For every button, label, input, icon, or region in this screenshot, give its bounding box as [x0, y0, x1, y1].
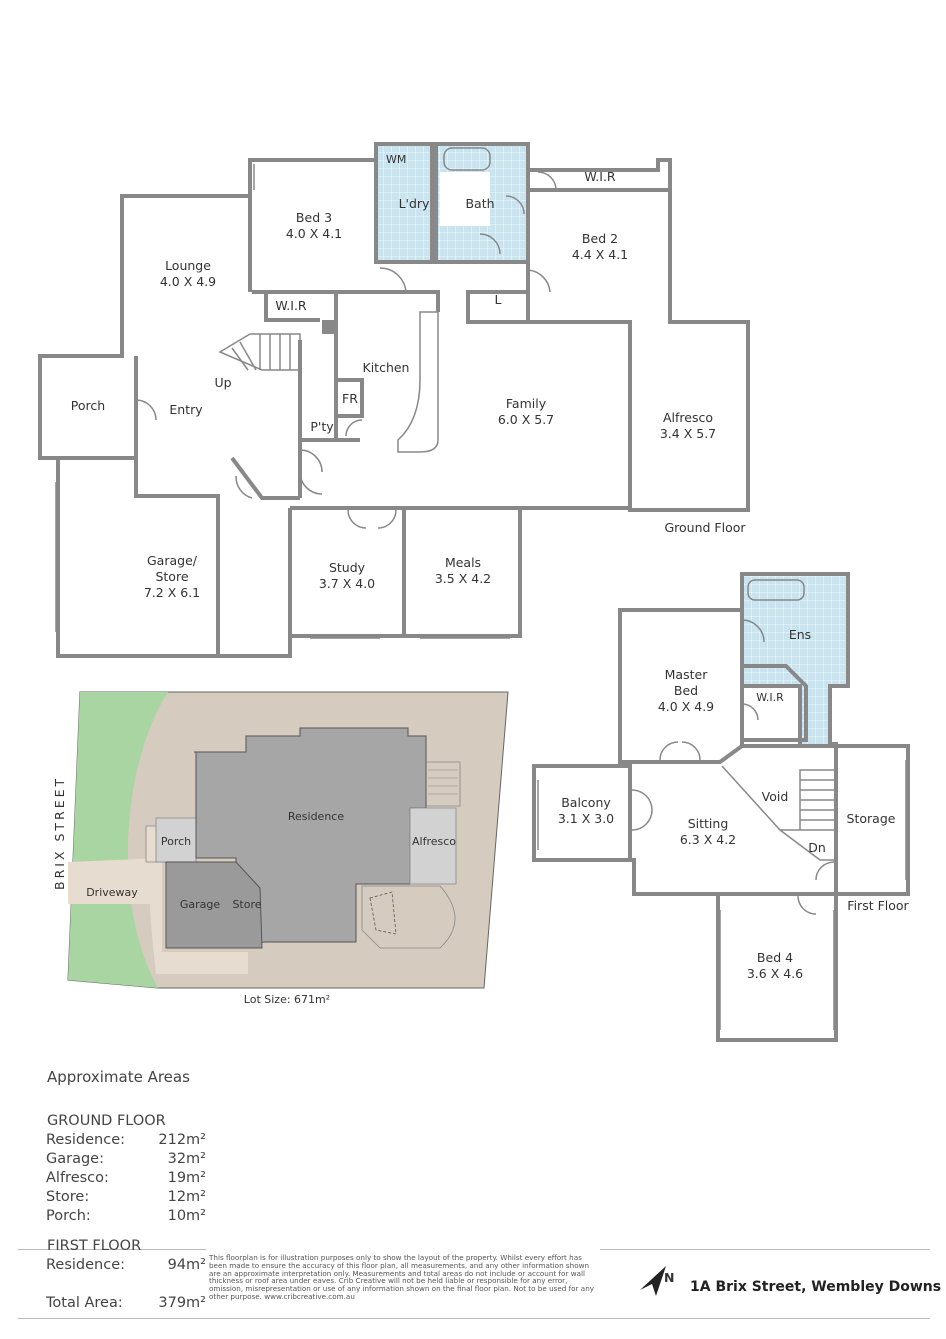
- area-value: 19m²: [167, 1170, 206, 1186]
- room-alfresco-dims: 3.4 X 5.7: [660, 426, 716, 441]
- room-pantry-name: P'ty: [310, 419, 334, 434]
- room-study-name: Study: [329, 560, 366, 575]
- laundry-tile: [376, 144, 432, 260]
- property-address: 1A Brix Street, Wembley Downs: [690, 1279, 942, 1295]
- room-ensuite-name: Ens: [789, 627, 811, 642]
- area-value: 32m²: [167, 1151, 206, 1167]
- site-garage-label: Garage: [180, 898, 221, 911]
- north-label: N: [664, 1270, 674, 1285]
- room-balcony-dims: 3.1 X 3.0: [558, 811, 614, 826]
- ground-floor-plan: [38, 142, 750, 658]
- first-floor-caption: First Floor: [847, 898, 909, 913]
- room-garage-dims: 7.2 X 6.1: [144, 585, 200, 600]
- room-balcony-name: Balcony: [561, 795, 611, 810]
- room-sitting-name: Sitting: [688, 816, 729, 831]
- first-floor-labels: Ens Master Bed 4.0 X 4.9 W.I.R Balcony 3…: [558, 627, 910, 981]
- room-master-name2: Bed: [674, 683, 698, 698]
- stair-up-label: Up: [214, 375, 231, 390]
- area-value: 94m²: [167, 1257, 206, 1273]
- street-name-label: BRIX STREET: [52, 776, 67, 890]
- total-area-value: 379m²: [158, 1295, 206, 1311]
- ground-floor-caption: Ground Floor: [664, 520, 746, 535]
- room-bath-name: Bath: [465, 196, 494, 211]
- first-floor-heading: FIRST FLOOR: [47, 1238, 142, 1254]
- room-study-dims: 3.7 X 4.0: [319, 576, 375, 591]
- room-bed2-dims: 4.4 X 4.1: [572, 247, 628, 262]
- room-fridge-name: FR: [342, 391, 358, 406]
- first-floor-plan: [532, 572, 910, 1042]
- areas-title: Approximate Areas: [47, 1068, 190, 1086]
- area-value: 12m²: [167, 1189, 206, 1205]
- room-alfresco-name: Alfresco: [663, 410, 713, 425]
- room-garage-name: Garage/: [147, 553, 198, 568]
- room-storage-name: Storage: [847, 811, 896, 826]
- room-lounge-name: Lounge: [165, 258, 211, 273]
- room-entry-name: Entry: [169, 402, 203, 417]
- room-bed3-name: Bed 3: [296, 210, 332, 225]
- room-wir3-name: W.I.R: [756, 691, 784, 704]
- stair-down-label: Dn: [808, 840, 826, 855]
- room-lounge-dims: 4.0 X 4.9: [160, 274, 216, 289]
- ground-floor-heading: GROUND FLOOR: [47, 1113, 166, 1129]
- room-family-name: Family: [506, 396, 547, 411]
- room-garage-name2: Store: [155, 569, 188, 584]
- site-porch-label: Porch: [161, 835, 191, 848]
- room-sitting-dims: 6.3 X 4.2: [680, 832, 736, 847]
- area-label: Residence:: [46, 1132, 126, 1148]
- area-label: Residence:: [46, 1257, 126, 1273]
- area-label: Store:: [46, 1189, 90, 1205]
- room-master-dims: 4.0 X 4.9: [658, 699, 714, 714]
- room-wir-name: W.I.R: [584, 169, 616, 184]
- divider: [600, 1249, 930, 1250]
- ground-floor-labels: WM Bed 3 4.0 X 4.1 L'dry Bath W.I.R Bed …: [71, 153, 747, 600]
- divider: [18, 1249, 206, 1250]
- site-driveway-label: Driveway: [86, 886, 138, 899]
- north-arrow-icon: N: [640, 1266, 674, 1296]
- wm-label: WM: [386, 153, 406, 166]
- room-porch-name: Porch: [71, 398, 105, 413]
- area-label: Alfresco:: [46, 1170, 109, 1186]
- room-linen-name: L: [495, 292, 502, 307]
- room-meals-dims: 3.5 X 4.2: [435, 571, 491, 586]
- area-label: Porch:: [46, 1208, 91, 1224]
- void-label: Void: [762, 789, 789, 804]
- site-store-label: Store: [232, 898, 261, 911]
- area-label: Garage:: [46, 1151, 104, 1167]
- room-bed4-name: Bed 4: [757, 950, 793, 965]
- divider: [18, 1318, 930, 1319]
- site-alfresco-label: Alfresco: [412, 835, 456, 848]
- room-bed4-dims: 3.6 X 4.6: [747, 966, 803, 981]
- room-bed3-dims: 4.0 X 4.1: [286, 226, 342, 241]
- site-plan: Residence Porch Alfresco Driveway Garage…: [52, 691, 509, 1006]
- room-bed2-name: Bed 2: [582, 231, 618, 246]
- room-kitchen-name: Kitchen: [363, 360, 410, 375]
- room-master-name: Master: [665, 667, 709, 682]
- room-wir2-name: W.I.R: [275, 298, 307, 313]
- lot-size-label: Lot Size: 671m²: [244, 993, 330, 1006]
- area-value: 10m²: [167, 1208, 206, 1224]
- room-family-dims: 6.0 X 5.7: [498, 412, 554, 427]
- area-value: 212m²: [158, 1132, 206, 1148]
- room-laundry-name: L'dry: [399, 196, 430, 211]
- disclaimer-text: This floorplan is for illustration purpo…: [209, 1253, 595, 1301]
- total-area-label: Total Area:: [46, 1295, 123, 1311]
- site-residence-label: Residence: [288, 810, 344, 823]
- room-meals-name: Meals: [445, 555, 481, 570]
